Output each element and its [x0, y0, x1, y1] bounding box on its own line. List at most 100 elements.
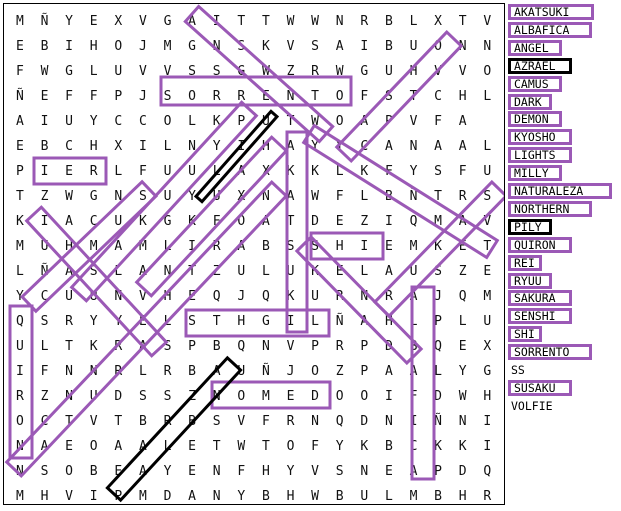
grid-cell[interactable]: N	[384, 414, 393, 430]
grid-cell[interactable]: J	[138, 89, 147, 105]
grid-cell[interactable]: T	[483, 239, 492, 255]
grid-cell[interactable]: B	[434, 489, 442, 505]
grid-cell[interactable]: W	[458, 389, 467, 405]
grid-cell[interactable]: N	[311, 414, 319, 430]
grid-cell[interactable]: K	[458, 439, 467, 455]
grid-cell[interactable]: L	[434, 364, 442, 380]
grid-cell[interactable]: Q	[483, 464, 492, 480]
grid-cell[interactable]: N	[458, 414, 467, 430]
grid-cell[interactable]: Y	[286, 464, 295, 480]
grid-cell[interactable]: D	[458, 464, 467, 480]
grid-cell[interactable]: U	[360, 489, 369, 505]
grid-cell[interactable]: P	[434, 314, 442, 330]
grid-cell[interactable]: S	[483, 189, 492, 205]
grid-cell[interactable]: H	[286, 489, 295, 505]
grid-cell[interactable]: H	[483, 389, 492, 405]
grid-cell[interactable]: X	[114, 14, 123, 30]
grid-cell[interactable]: E	[40, 89, 49, 105]
grid-cell[interactable]: N	[335, 14, 344, 30]
grid-cell[interactable]: X	[434, 14, 442, 30]
grid-cell[interactable]: S	[335, 464, 344, 480]
grid-cell[interactable]: O	[311, 364, 319, 380]
grid-cell[interactable]: V	[163, 64, 172, 80]
grid-cell[interactable]: V	[65, 489, 73, 505]
grid-cell[interactable]: I	[384, 389, 393, 405]
grid-cell[interactable]: Ñ	[434, 414, 442, 430]
grid-cell[interactable]: H	[89, 39, 98, 55]
grid-cell[interactable]: D	[360, 414, 369, 430]
grid-cell[interactable]: M	[483, 289, 492, 305]
grid-cell[interactable]: X	[483, 339, 492, 355]
grid-cell[interactable]: C	[65, 139, 73, 155]
grid-cell[interactable]: A	[15, 114, 24, 130]
grid-cell[interactable]: J	[138, 39, 147, 55]
grid-cell[interactable]: K	[434, 439, 442, 455]
grid-cell[interactable]: V	[483, 214, 492, 230]
grid-cell[interactable]: L	[409, 14, 418, 30]
grid-cell[interactable]: G	[65, 64, 73, 80]
grid-cell[interactable]: A	[458, 114, 467, 130]
grid-cell[interactable]: I	[483, 439, 492, 455]
grid-cell[interactable]: V	[138, 64, 147, 80]
grid-cell[interactable]: P	[114, 89, 123, 105]
grid-cell[interactable]: F	[15, 64, 24, 80]
grid-cell[interactable]: U	[65, 114, 73, 130]
grid-cell[interactable]: P	[434, 464, 442, 480]
grid-cell[interactable]: L	[483, 139, 492, 155]
grid-cell[interactable]: E	[458, 339, 467, 355]
grid-cell[interactable]: E	[15, 39, 24, 55]
grid-cell[interactable]: R	[483, 489, 492, 505]
grid-cell[interactable]: W	[40, 64, 49, 80]
grid-cell[interactable]: B	[384, 14, 393, 30]
grid-cell[interactable]: B	[261, 489, 270, 505]
grid-cell[interactable]: H	[40, 489, 49, 505]
grid-cell[interactable]: Y	[65, 14, 73, 30]
grid-cell[interactable]: P	[360, 364, 369, 380]
grid-cell[interactable]: U	[483, 164, 492, 180]
grid-cell[interactable]: V	[138, 14, 147, 30]
grid-cell[interactable]: M	[163, 39, 172, 55]
grid-cell[interactable]: L	[458, 314, 467, 330]
grid-cell[interactable]: V	[311, 464, 319, 480]
grid-cell[interactable]: Q	[335, 414, 344, 430]
grid-cell[interactable]: B	[40, 39, 49, 55]
grid-cell[interactable]: O	[483, 64, 492, 80]
grid-cell[interactable]: J	[286, 364, 295, 380]
grid-cell[interactable]: K	[360, 439, 369, 455]
grid-cell[interactable]: M	[409, 489, 418, 505]
grid-cell[interactable]: W	[311, 489, 319, 505]
grid-cell[interactable]: U	[114, 64, 123, 80]
grid-cell[interactable]: A	[384, 364, 393, 380]
grid-cell[interactable]: M	[15, 14, 24, 30]
grid-cell[interactable]: P	[15, 164, 24, 180]
grid-cell[interactable]: G	[163, 14, 172, 30]
grid-cell[interactable]: Q	[434, 339, 442, 355]
grid-cell[interactable]: D	[434, 389, 442, 405]
grid-cell[interactable]: L	[89, 64, 98, 80]
grid-cell[interactable]: E	[89, 14, 98, 30]
grid-cell[interactable]: T	[458, 14, 467, 30]
grid-cell[interactable]: B	[335, 489, 344, 505]
grid-cell[interactable]: O	[114, 39, 123, 55]
grid-cell[interactable]: O	[360, 389, 369, 405]
grid-cell[interactable]: E	[384, 464, 393, 480]
grid-cell[interactable]: H	[458, 489, 467, 505]
grid-cell[interactable]: Z	[335, 364, 344, 380]
grid-cell[interactable]: E	[483, 264, 492, 280]
grid-cell[interactable]: Ñ	[40, 14, 49, 30]
grid-cell[interactable]: B	[40, 139, 49, 155]
grid-cell[interactable]: I	[483, 414, 492, 430]
grid-cell[interactable]: F	[311, 439, 319, 455]
grid-cell[interactable]: V	[483, 14, 492, 30]
grid-cell[interactable]: F	[65, 89, 73, 105]
grid-cell[interactable]: I	[89, 489, 98, 505]
grid-cell[interactable]: V	[286, 339, 295, 355]
grid-cell[interactable]: Y	[458, 364, 467, 380]
grid-cell[interactable]: G	[483, 364, 492, 380]
grid-cell[interactable]: I	[40, 114, 49, 130]
grid-cell[interactable]: O	[286, 439, 295, 455]
grid-cell[interactable]: E	[15, 139, 24, 155]
grid-cell[interactable]: L	[384, 489, 393, 505]
